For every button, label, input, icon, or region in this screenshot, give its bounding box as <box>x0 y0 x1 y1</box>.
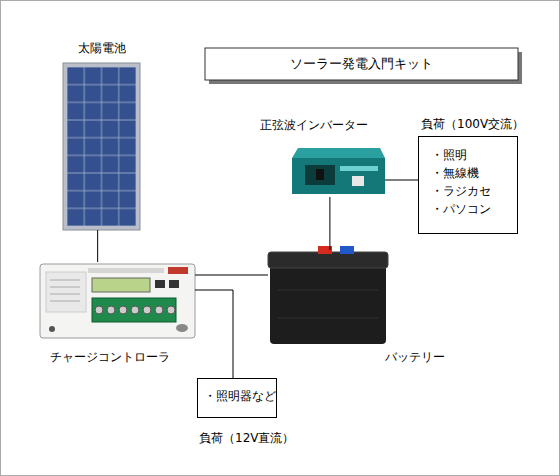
controller-print <box>50 301 80 302</box>
inverter-front <box>292 158 385 194</box>
load-heading: 負荷（12V直流） <box>199 431 294 445</box>
terminal-screw <box>167 306 175 314</box>
panel-frame <box>63 63 140 230</box>
terminal-screw <box>107 306 115 314</box>
terminal-screw <box>131 306 139 314</box>
panel-cells <box>67 67 136 226</box>
battery-ridge <box>278 318 378 319</box>
controller-body <box>40 264 195 338</box>
inverter-panel <box>305 165 335 185</box>
controller-port <box>176 324 188 332</box>
controller-lcd <box>92 278 150 292</box>
connector-line <box>195 275 268 276</box>
load-item: ・照明器など <box>204 389 276 403</box>
title-frame <box>205 48 518 80</box>
load-heading: 負荷（100V交流） <box>421 117 524 131</box>
battery-terminal-negative <box>340 246 354 254</box>
controller-print <box>50 287 80 288</box>
connector-line <box>195 290 233 378</box>
controller-print <box>50 294 80 295</box>
battery-body <box>270 262 386 344</box>
controller-led <box>49 326 55 332</box>
controller-nameplate <box>88 268 164 273</box>
battery: バッテリー <box>268 250 388 345</box>
controller-logo <box>168 267 188 274</box>
load-item: ・無線機 <box>431 166 479 180</box>
diagram-title: ソーラー発電入門キット <box>205 48 518 80</box>
terminal-screw <box>95 306 103 314</box>
load-item: ・パソコン <box>431 202 491 216</box>
controller-button <box>155 280 165 288</box>
load-item: ・照明 <box>431 148 467 162</box>
terminal-strip <box>92 298 176 322</box>
component-label: チャージコントローラ <box>50 350 170 364</box>
load-item: ・ラジカセ <box>431 184 491 198</box>
inverter-switch <box>316 169 324 180</box>
connector-line <box>329 197 330 250</box>
solar-panel: 太陽電池 <box>63 63 140 230</box>
terminal-screw <box>155 306 163 314</box>
battery-lid <box>268 252 388 268</box>
controller-print <box>50 280 80 281</box>
battery-ridge <box>278 290 378 291</box>
inverter-socket <box>352 176 364 186</box>
controller-button <box>169 280 179 288</box>
controller-info-panel <box>46 272 86 312</box>
connector-line <box>97 230 98 262</box>
terminal-screw <box>119 306 127 314</box>
component-label: 太陽電池 <box>63 41 140 55</box>
load-box: 負荷（100V交流）・照明・無線機・ラジカセ・パソコン <box>418 136 518 234</box>
inverter-stripe <box>340 166 378 171</box>
component-label: バッテリー <box>385 350 445 364</box>
load-box: ・照明器など負荷（12V直流） <box>197 378 277 418</box>
inverter: 正弦波インバーター <box>290 145 385 197</box>
component-label: 正弦波インバーター <box>260 118 368 132</box>
terminal-screw <box>143 306 151 314</box>
inverter-top <box>292 148 385 158</box>
charge-controller: チャージコントローラ <box>40 262 195 340</box>
connector-line <box>385 180 418 181</box>
